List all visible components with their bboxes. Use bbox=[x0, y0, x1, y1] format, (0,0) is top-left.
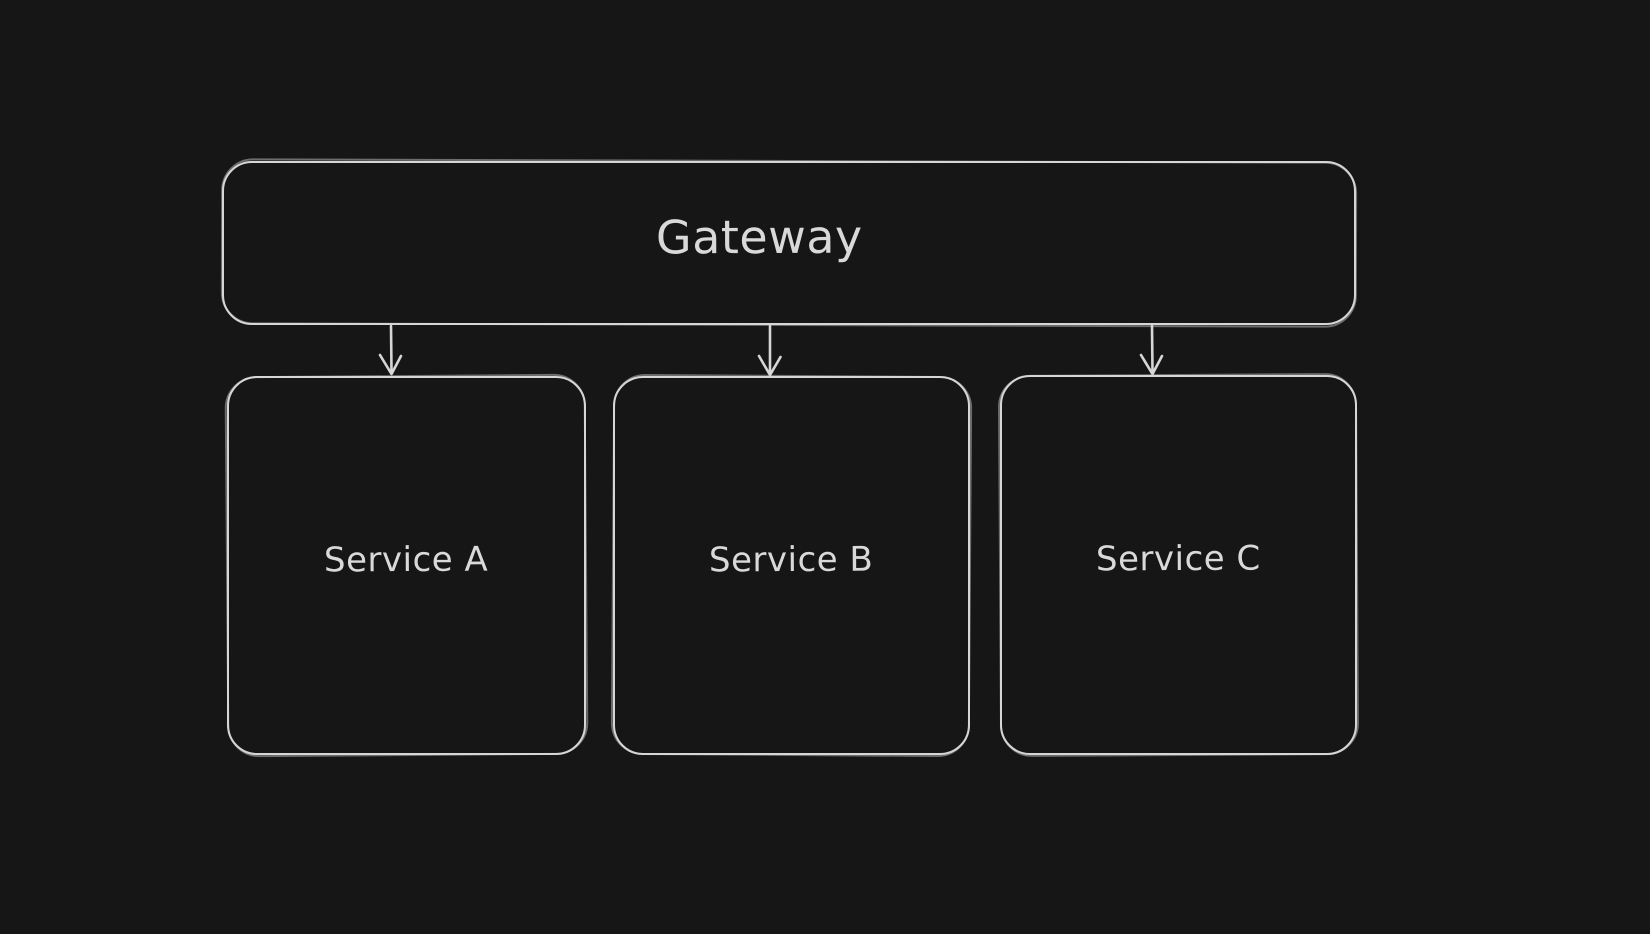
arrow-gateway-to-service-a[interactable] bbox=[378, 324, 403, 376]
service-a-label: Service A bbox=[324, 539, 489, 580]
node-service-a[interactable]: Service A bbox=[227, 376, 586, 755]
arrow-head bbox=[378, 353, 403, 376]
node-service-b[interactable]: Service B bbox=[613, 376, 970, 755]
gateway-label: Gateway bbox=[655, 209, 863, 265]
arrow-gateway-to-service-c[interactable] bbox=[1139, 324, 1164, 376]
node-gateway[interactable]: Gateway bbox=[222, 161, 1356, 325]
node-service-c[interactable]: Service C bbox=[1000, 375, 1357, 755]
arrow-gateway-to-service-b[interactable] bbox=[757, 324, 782, 377]
service-c-label: Service C bbox=[1096, 538, 1261, 580]
arrow-shaft bbox=[389, 324, 393, 373]
service-b-label: Service B bbox=[709, 539, 874, 580]
arrow-head bbox=[757, 354, 782, 377]
arrow-head bbox=[1139, 353, 1164, 376]
arrow-shaft bbox=[1150, 324, 1154, 373]
